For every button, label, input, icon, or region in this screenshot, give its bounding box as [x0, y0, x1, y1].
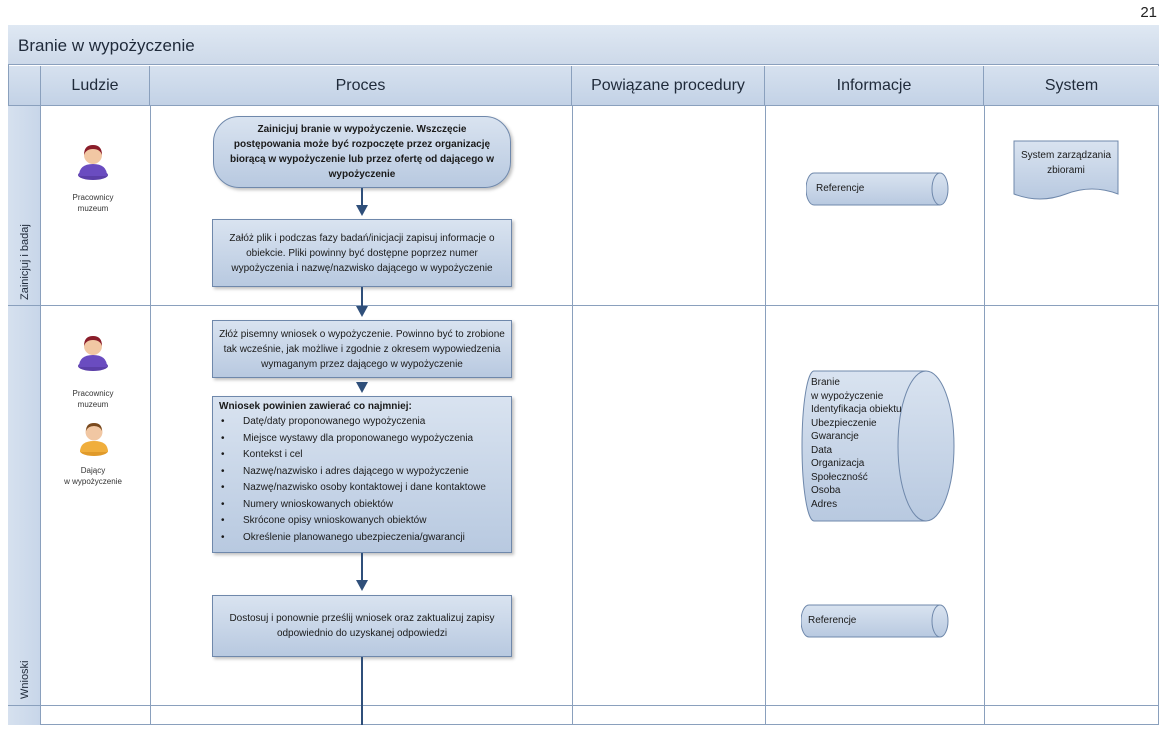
person-label-line: muzeum	[77, 204, 109, 213]
information-item: Identyfikacja obiektu	[811, 404, 902, 415]
column-header-people: Ludzie	[41, 66, 150, 106]
list-item: Określenie planowanego ubezpieczenia/gwa…	[219, 530, 505, 547]
data-store-shape	[806, 172, 949, 206]
person-label-line: Pracownicy	[72, 389, 114, 398]
list-item: Miejsce wystawy dla proponowanego wypoży…	[219, 431, 505, 448]
column-header-procedures: Powiązane procedury	[572, 66, 765, 106]
column-header-system: System	[984, 66, 1159, 106]
staff-person-icon	[78, 145, 108, 180]
flow-connector	[361, 188, 363, 205]
information-item: w wypożyczenie	[811, 390, 884, 402]
lender-person-icon	[80, 423, 108, 456]
information-list: Branie w wypożyczenie Identyfikacja obie…	[811, 376, 902, 511]
lane-label-requests: Wnioski	[19, 660, 31, 699]
information-item: Ubezpieczenie	[811, 417, 877, 429]
diagram-title: Branie w wypożyczenie	[18, 36, 195, 55]
list-item: Nazwę/nazwisko osoby kontaktowej i dane …	[219, 480, 505, 497]
process-start-terminal: Zainicjuj branie w wypożyczenie. Wszczęc…	[213, 116, 511, 188]
arrow-down-icon	[356, 205, 368, 216]
process-text: Załóż plik i podczas fazy badań/inicjacj…	[229, 232, 495, 274]
column-label: Powiązane procedury	[591, 76, 745, 94]
person-label-line: Dający	[80, 466, 106, 475]
staff-person-icon	[78, 336, 108, 371]
person-label-lender: Dający w wypożyczenie	[53, 465, 133, 487]
list-item: Kontekst i cel	[219, 447, 505, 464]
page-number: 21	[1140, 4, 1157, 21]
list-item: Nazwę/nazwisko i adres dającego w wypoży…	[219, 464, 505, 481]
column-label: System	[1044, 76, 1099, 94]
flow-connector	[361, 553, 363, 580]
information-item: Data	[811, 444, 833, 456]
process-step-submit-request: Złóż pisemny wniosek o wypożyczenie. Pow…	[212, 320, 512, 378]
column-header-process: Proces	[150, 66, 572, 106]
lane-divider	[8, 705, 1159, 706]
column-label: Ludzie	[71, 76, 119, 94]
grid-line	[150, 106, 151, 725]
lane-strip-next	[8, 705, 41, 725]
column-label: Informacje	[836, 76, 912, 94]
person-label-staff: Pracownicy muzeum	[58, 388, 128, 410]
data-store-shape	[801, 604, 949, 638]
process-text: Zainicjuj branie w wypożyczenie. Wszczęc…	[230, 124, 494, 180]
system-document-label: System zarządzania zbiorami	[1020, 150, 1112, 176]
arrow-down-icon	[356, 382, 368, 393]
process-text: Złóż pisemny wniosek o wypożyczenie. Pow…	[219, 328, 505, 370]
grid-line	[765, 106, 766, 725]
grid-line	[572, 106, 573, 725]
process-step-create-file: Załóż plik i podczas fazy badań/inicjacj…	[212, 219, 512, 287]
arrow-down-icon	[356, 580, 368, 591]
column-header-information: Informacje	[765, 66, 984, 106]
information-item: Organizacja	[811, 458, 865, 469]
information-item: Branie	[811, 377, 840, 388]
lane-strip-initiate	[8, 106, 41, 305]
request-contents-list: Wniosek powinien zawierać co najmniej: D…	[212, 396, 512, 553]
information-item: Gwarancje	[811, 431, 859, 442]
list-item: Datę/daty proponowanego wypożyczenia	[219, 414, 505, 431]
person-label-line: w wypożyczenie	[64, 477, 122, 486]
corner-cell	[9, 66, 41, 106]
arrow-down-icon	[356, 306, 368, 317]
data-store-label: Referencje	[816, 183, 865, 194]
list-item: Skrócone opisy wnioskowanych obiektów	[219, 513, 505, 530]
request-items: Datę/daty proponowanego wypożyczenia Mie…	[219, 414, 505, 546]
title-bar	[8, 25, 1159, 65]
system-document-shape	[1013, 140, 1119, 200]
grid-line	[984, 106, 985, 725]
person-label-staff: Pracownicy muzeum	[58, 192, 128, 214]
person-label-line: Pracownicy	[72, 193, 114, 202]
lane-strip-requests	[8, 305, 41, 705]
lane-divider	[8, 305, 1159, 306]
column-label: Proces	[335, 76, 386, 94]
information-item: Społeczność	[811, 471, 868, 483]
flow-connector	[361, 657, 363, 725]
diagram-frame	[8, 25, 1159, 725]
process-step-adjust-resubmit: Dostosuj i ponownie prześlij wniosek ora…	[212, 595, 512, 657]
person-label-line: muzeum	[77, 400, 109, 409]
flow-connector	[361, 287, 363, 307]
list-title: Wniosek powinien zawierać co najmniej:	[219, 401, 412, 412]
information-item: Osoba	[811, 485, 841, 496]
list-item: Numery wnioskowanych obiektów	[219, 497, 505, 514]
data-store-shape	[801, 370, 955, 522]
information-item: Adres	[811, 498, 838, 510]
lane-label-initiate: Zainicjuj i badaj	[19, 224, 31, 300]
data-store-label: Referencje	[808, 615, 857, 626]
process-text: Dostosuj i ponownie prześlij wniosek ora…	[229, 613, 495, 639]
